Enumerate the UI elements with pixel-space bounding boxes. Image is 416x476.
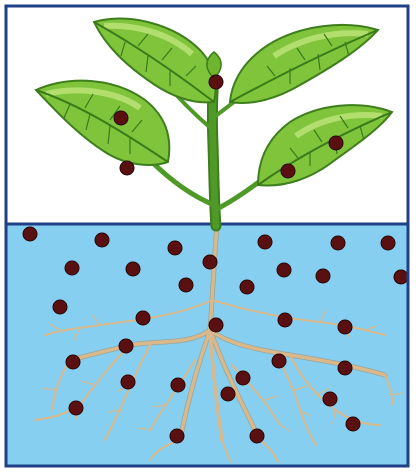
water-particle bbox=[66, 355, 80, 369]
water-particle bbox=[258, 235, 272, 249]
water-particle bbox=[171, 378, 185, 392]
water-particle bbox=[250, 429, 264, 443]
water-particle bbox=[95, 233, 109, 247]
water-particle bbox=[170, 429, 184, 443]
water-particle bbox=[136, 311, 150, 325]
water-particle bbox=[381, 236, 395, 250]
water-particle bbox=[23, 227, 37, 241]
water-particle bbox=[119, 339, 133, 353]
leaf-particle bbox=[114, 111, 128, 125]
leaf-particle bbox=[329, 136, 343, 150]
water-particle bbox=[272, 354, 286, 368]
water-particle bbox=[346, 417, 360, 431]
water-particle bbox=[168, 241, 182, 255]
water-particle bbox=[53, 300, 67, 314]
leaf-particle bbox=[281, 164, 295, 178]
water-particle bbox=[126, 262, 140, 276]
water-particle bbox=[69, 401, 83, 415]
water-particle bbox=[203, 255, 217, 269]
leaf-particle bbox=[120, 161, 134, 175]
water-particle bbox=[323, 392, 337, 406]
water-particle bbox=[240, 280, 254, 294]
water-particle bbox=[338, 361, 352, 375]
water-particle bbox=[331, 236, 345, 250]
water-particle bbox=[277, 263, 291, 277]
water-particle bbox=[209, 318, 223, 332]
water-particle bbox=[394, 270, 408, 284]
water-particle bbox=[121, 375, 135, 389]
water-particle bbox=[316, 269, 330, 283]
water-particle bbox=[338, 320, 352, 334]
water-particle bbox=[179, 278, 193, 292]
water-particle bbox=[221, 387, 235, 401]
water-particle bbox=[236, 371, 250, 385]
water-particle bbox=[278, 313, 292, 327]
leaf-particle bbox=[209, 75, 223, 89]
water-particle bbox=[65, 261, 79, 275]
